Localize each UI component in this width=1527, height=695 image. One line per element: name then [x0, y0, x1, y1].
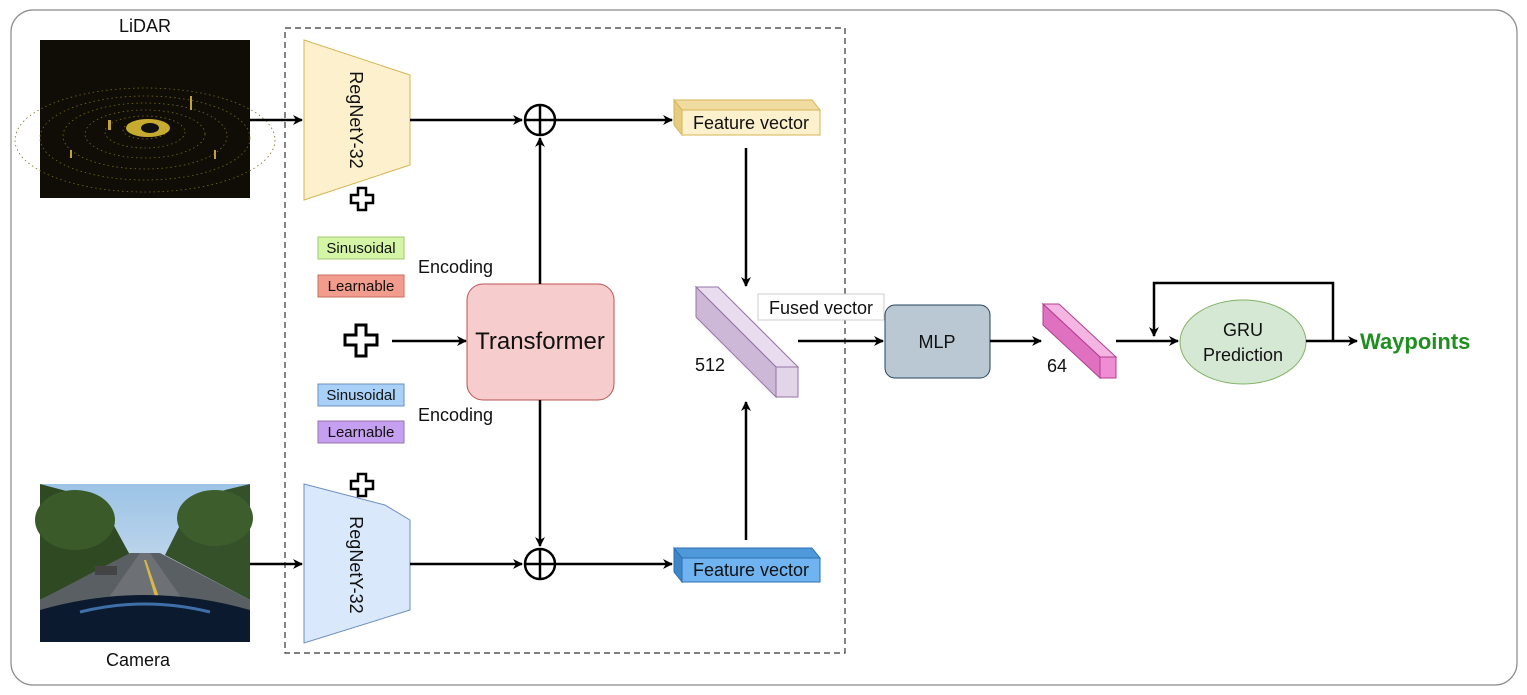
feature-vector-bottom-label: Feature vector [693, 560, 809, 580]
sinusoidal-tag-bottom [317, 383, 405, 407]
sum-node-top [523, 103, 557, 137]
camera-backbone-label: RegNetY-32 [346, 516, 366, 613]
waypoints-label: Waypoints [1360, 329, 1470, 354]
add-icon [343, 323, 379, 358]
lidar-image [14, 40, 276, 198]
plus-icon [349, 186, 375, 212]
lidar-label: LiDAR [119, 16, 171, 36]
transformer-label: Transformer [475, 328, 605, 355]
learnable-tag-bottom [317, 420, 405, 444]
camera-label: Camera [106, 650, 171, 670]
gru-node [1179, 299, 1307, 385]
gru-feedback-loop [1149, 281, 1335, 341]
mlp-label: MLP [918, 332, 955, 352]
gru-label-line2: Prediction [1203, 345, 1283, 365]
feature-vector-top-label: Feature vector [693, 113, 809, 133]
sinusoidal-tag-bottom-label: Sinusoidal [326, 387, 395, 404]
lidar-backbone-label: RegNetY-32 [346, 71, 366, 168]
sum-node-bottom [523, 547, 557, 581]
feature-vector-top [672, 98, 822, 137]
feature-vector-bottom [672, 546, 822, 584]
fused-vector-dim: 512 [695, 355, 725, 375]
fused-vector-label: Fused vector [769, 298, 873, 318]
mlp-output-vector [1041, 302, 1118, 380]
lidar-backbone [303, 39, 411, 201]
learnable-tag-top-label: Learnable [328, 278, 395, 295]
sinusoidal-tag-top [317, 236, 405, 260]
gru-label-line1: GRU [1223, 320, 1263, 340]
sinusoidal-tag-top-label: Sinusoidal [326, 240, 395, 257]
mlp-output-dim: 64 [1047, 356, 1067, 376]
camera-image [35, 484, 253, 642]
fused-vector [694, 285, 800, 399]
learnable-tag-top [317, 274, 405, 298]
fused-vector-label-box [757, 293, 885, 321]
encoding-caption-bottom: Encoding [418, 405, 493, 425]
plus-icon [349, 472, 375, 498]
encoding-caption-top: Encoding [418, 257, 493, 277]
learnable-tag-bottom-label: Learnable [328, 424, 395, 441]
